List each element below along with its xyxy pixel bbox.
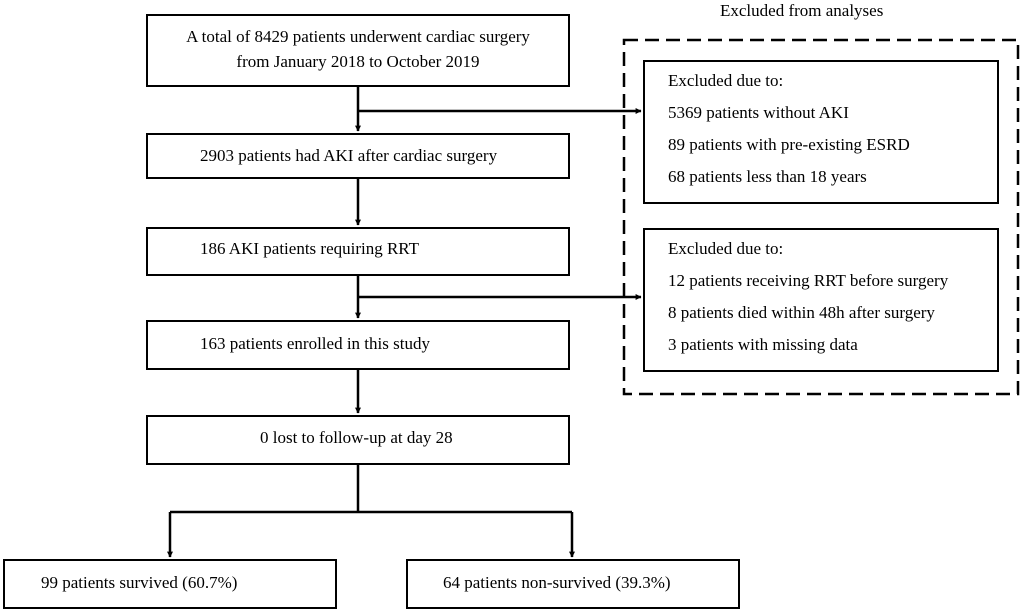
exclusion-2-item: 8 patients died within 48h after surgery [668,303,935,322]
exclusion-2-item: 3 patients with missing data [668,335,858,354]
exclusion-dashed-border [622,38,1020,396]
step-rrt-label: 186 AKI patients requiring RRT [200,239,420,258]
step-total-box: A total of 8429 patients underwent cardi… [146,14,570,87]
step-rrt-box: 186 AKI patients requiring RRT [146,227,570,276]
exclusion-2-heading: Excluded due to: [668,239,784,258]
exclusion-1-item: 68 patients less than 18 years [668,167,867,186]
step-followup-label: 0 lost to follow-up at day 28 [260,428,453,447]
outcome-nonsurvived-box: 64 patients non-survived (39.3%) [406,559,740,609]
step-enrolled-box: 163 patients enrolled in this study [146,320,570,370]
step-enrolled-label: 163 patients enrolled in this study [200,334,430,353]
step-total-line2: from January 2018 to October 2019 [236,52,480,71]
exclusion-1-item: 5369 patients without AKI [668,103,849,122]
step-aki-box: 2903 patients had AKI after cardiac surg… [146,133,570,179]
excluded-header: Excluded from analyses [720,1,884,20]
exclusion-2-item: 12 patients receiving RRT before surgery [668,271,949,290]
exclusion-1-item: 89 patients with pre-existing ESRD [668,135,910,154]
exclusion-box-2: Excluded due to: 12 patients receiving R… [643,228,999,372]
outcome-survived-label: 99 patients survived (60.7%) [41,573,238,592]
exclusion-box-1: Excluded due to: 5369 patients without A… [643,60,999,204]
step-aki-label: 2903 patients had AKI after cardiac surg… [200,146,498,165]
outcome-nonsurvived-label: 64 patients non-survived (39.3%) [443,573,671,592]
outcome-survived-box: 99 patients survived (60.7%) [3,559,337,609]
exclusion-1-heading: Excluded due to: [668,71,784,90]
step-total-line1: A total of 8429 patients underwent cardi… [186,27,530,46]
step-followup-box: 0 lost to follow-up at day 28 [146,415,570,465]
